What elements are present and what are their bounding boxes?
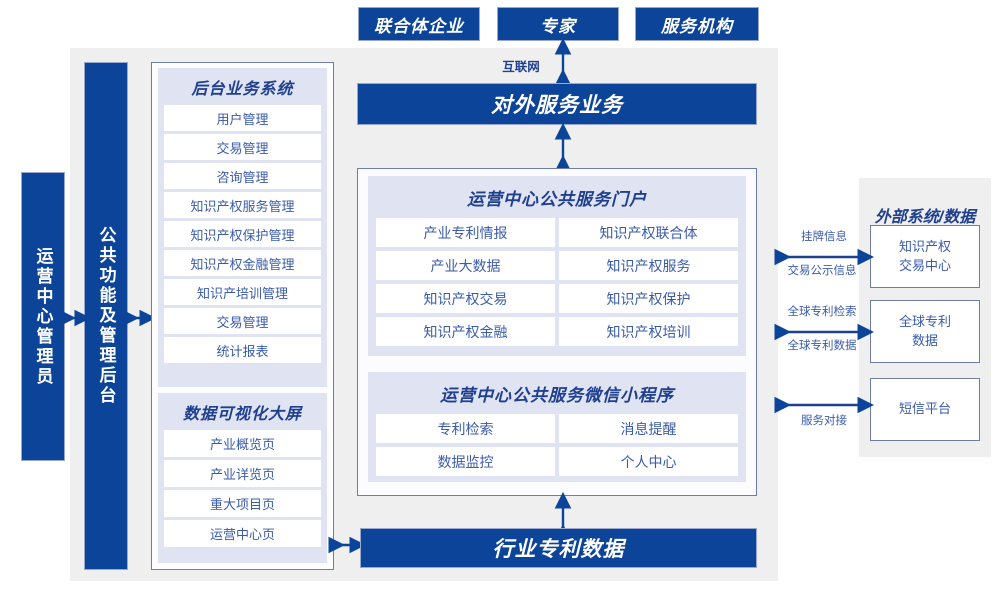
portal-grid: 产业专利情报 知识产权联合体 产业大数据 知识产权服务 知识产权交易 知识产权保…: [368, 218, 746, 354]
external-box-line1: 短信平台: [898, 401, 951, 417]
miniprogram-group: 运营中心公共服务微信小程序 专利检索 消息提醒 数据监控 个人中心: [368, 372, 746, 482]
actor-label: 服务机构: [661, 16, 733, 36]
backoffice-group: 后台业务系统 用户管理 交易管理 咨询管理 知识产权服务管理 知识产权保护管理 …: [158, 68, 327, 387]
portal-group: 运营中心公共服务门户 产业专利情报 知识产权联合体 产业大数据 知识产权服务 知…: [368, 176, 746, 356]
backoffice-item[interactable]: 咨询管理: [164, 163, 321, 189]
dataviz-item[interactable]: 产业概览页: [164, 430, 321, 457]
actor-label: 专家: [540, 16, 576, 36]
external-systems-title: 外部系统/数据: [874, 209, 976, 226]
actor-label: 联合体企业: [374, 16, 464, 36]
external-connector-label-below: 全球专利数据: [787, 340, 857, 352]
portal-item[interactable]: 知识产权培训: [559, 317, 738, 346]
column-label: 运营中心管理员: [33, 246, 53, 387]
miniprogram-item[interactable]: 个人中心: [559, 447, 738, 476]
backoffice-item-list: 用户管理 交易管理 咨询管理 知识产权服务管理 知识产权保护管理 知识产权金融管…: [158, 105, 327, 369]
external-box-line2: 交易中心: [898, 257, 951, 273]
column-common-functions-backend[interactable]: 公共功能及管理后台: [84, 62, 128, 570]
external-box-line2: 数据: [911, 332, 938, 348]
external-connector-label-above: 全球专利检索: [787, 306, 857, 318]
actor-box-expert[interactable]: 专家: [497, 7, 619, 41]
external-box-sms-platform[interactable]: 短信平台: [870, 378, 980, 441]
backoffice-item[interactable]: 知识产培训管理: [164, 279, 321, 305]
industry-patent-data-label: 行业专利数据: [492, 538, 625, 561]
internet-label: 互联网: [502, 60, 540, 74]
column-operations-admin[interactable]: 运营中心管理员: [21, 172, 65, 461]
miniprogram-item[interactable]: 专利检索: [376, 414, 555, 443]
external-box-ip-exchange[interactable]: 知识产权 交易中心: [870, 225, 980, 288]
backoffice-item[interactable]: 用户管理: [164, 105, 321, 131]
external-box-line1: 全球专利: [898, 313, 951, 329]
miniprogram-item[interactable]: 数据监控: [376, 447, 555, 476]
industry-patent-data-bar[interactable]: 行业专利数据: [360, 528, 757, 568]
backoffice-item[interactable]: 统计报表: [164, 337, 321, 363]
actor-box-service-org[interactable]: 服务机构: [635, 7, 759, 41]
backoffice-item[interactable]: 知识产权服务管理: [164, 192, 321, 218]
external-service-label: 对外服务业务: [491, 94, 623, 117]
dataviz-item[interactable]: 运营中心页: [164, 520, 321, 547]
miniprogram-grid: 专利检索 消息提醒 数据监控 个人中心: [368, 414, 746, 484]
column-label: 公共功能及管理后台: [96, 226, 116, 406]
dataviz-item[interactable]: 产业详览页: [164, 460, 321, 487]
external-connector-label-below: 交易公示信息: [787, 265, 857, 277]
backoffice-item[interactable]: 交易管理: [164, 134, 321, 160]
backoffice-item[interactable]: 知识产权保护管理: [164, 221, 321, 247]
backoffice-item[interactable]: 知识产权金融管理: [164, 250, 321, 276]
portal-item[interactable]: 产业大数据: [376, 251, 555, 280]
portal-item[interactable]: 知识产权保护: [559, 284, 738, 313]
portal-item[interactable]: 知识产权交易: [376, 284, 555, 313]
portal-title: 运营中心公共服务门户: [467, 190, 647, 209]
dataviz-item[interactable]: 重大项目页: [164, 490, 321, 517]
backoffice-title: 后台业务系统: [191, 81, 294, 98]
external-box-global-patent-data[interactable]: 全球专利 数据: [870, 300, 980, 363]
miniprogram-title: 运营中心公共服务微信小程序: [440, 386, 674, 405]
backoffice-item[interactable]: 交易管理: [164, 308, 321, 334]
external-connector-label-above: 挂牌信息: [801, 231, 847, 243]
portal-item[interactable]: 知识产权服务: [559, 251, 738, 280]
portal-item[interactable]: 产业专利情报: [376, 218, 555, 247]
dataviz-item-list: 产业概览页 产业详览页 重大项目页 运营中心页: [158, 430, 327, 553]
actor-box-consortium[interactable]: 联合体企业: [358, 7, 480, 41]
dataviz-group: 数据可视化大屏 产业概览页 产业详览页 重大项目页 运营中心页: [158, 393, 327, 563]
external-service-bar[interactable]: 对外服务业务: [357, 83, 757, 125]
portal-item[interactable]: 知识产权联合体: [559, 218, 738, 247]
dataviz-title: 数据可视化大屏: [182, 406, 302, 423]
portal-item[interactable]: 知识产权金融: [376, 317, 555, 346]
external-connector-label-below: 服务对接: [801, 415, 847, 427]
miniprogram-item[interactable]: 消息提醒: [559, 414, 738, 443]
external-box-line1: 知识产权: [898, 238, 951, 254]
